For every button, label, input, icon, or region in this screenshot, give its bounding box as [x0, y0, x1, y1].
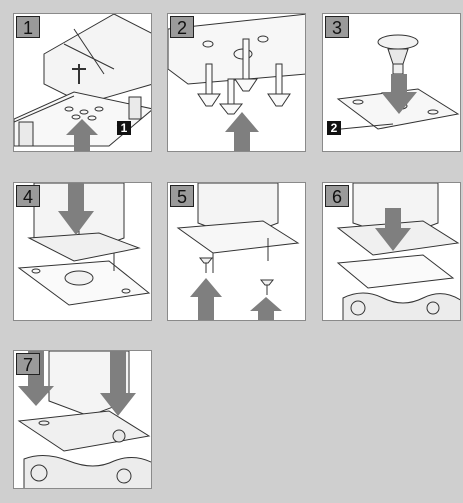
- step-number: 4: [16, 185, 40, 207]
- step-number: 7: [16, 353, 40, 375]
- part-callout: 2: [327, 121, 341, 135]
- step-5-panel: 5: [167, 182, 306, 321]
- up-arrow: [225, 112, 259, 152]
- step-number: 3: [325, 16, 349, 38]
- step-1-panel: 1 1: [13, 13, 152, 152]
- step-2-panel: 2: [167, 13, 306, 152]
- step-number: 2: [170, 16, 194, 38]
- step-number: 1: [16, 16, 40, 38]
- part-callout: 1: [117, 121, 131, 135]
- up-arrow: [250, 297, 282, 321]
- step-number: 5: [170, 185, 194, 207]
- up-arrow: [190, 278, 222, 321]
- step-3-panel: 3 2: [322, 13, 461, 152]
- step-6-panel: 6: [322, 182, 461, 321]
- step-number: 6: [325, 185, 349, 207]
- step-7-panel: 7: [13, 350, 152, 489]
- step-4-panel: 4: [13, 182, 152, 321]
